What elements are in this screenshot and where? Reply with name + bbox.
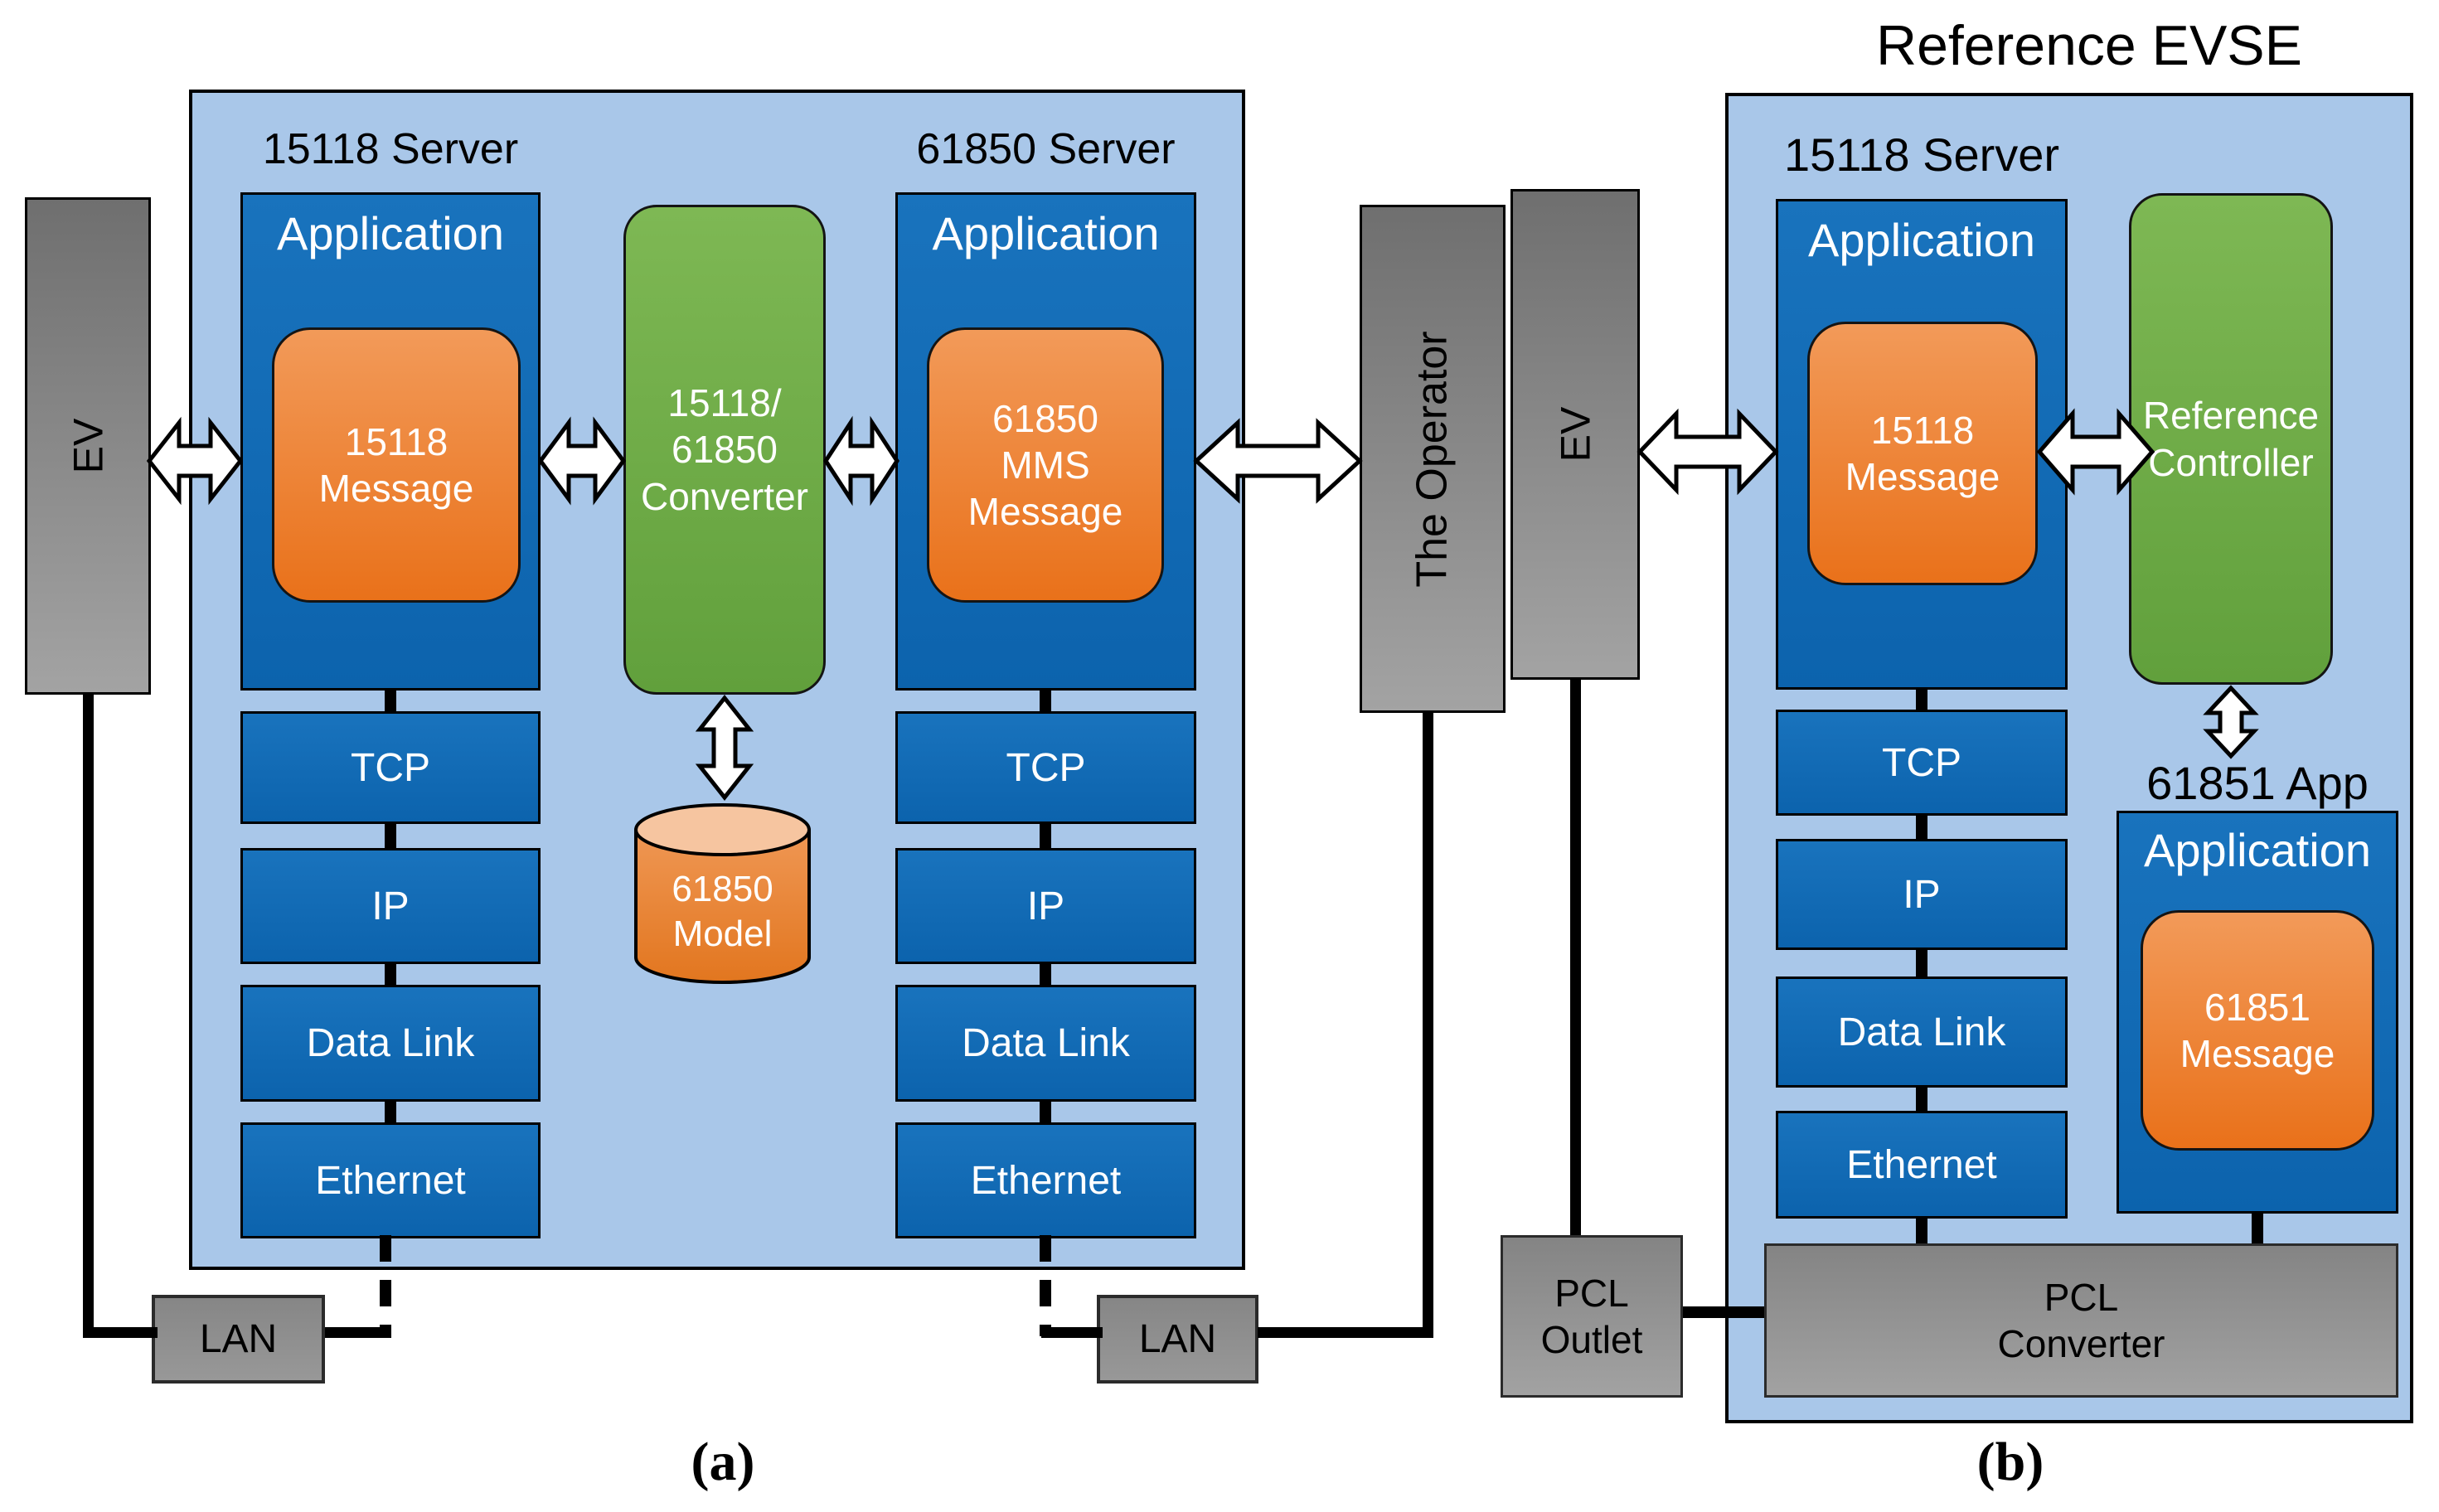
double-arrow-icon xyxy=(1193,418,1363,504)
stub xyxy=(385,1102,396,1122)
ev-line-vertical-b xyxy=(1570,680,1581,1235)
pcl-outlet-box: PCL Outlet xyxy=(1501,1235,1683,1398)
ethernet-box-a-left: Ethernet xyxy=(240,1122,541,1238)
ip-box-a-left: IP xyxy=(240,848,541,964)
double-arrow-icon xyxy=(823,415,899,506)
application-label-right: Application xyxy=(932,207,1160,259)
dashed-line-right xyxy=(1040,1235,1051,1336)
stub xyxy=(1916,950,1927,976)
msg-15118-a: 15118 Message xyxy=(272,327,521,603)
operator-line-vertical xyxy=(1423,713,1433,1338)
ev-line-vertical-a xyxy=(83,695,94,1338)
stub xyxy=(1040,964,1051,985)
ev-line-horizontal-a xyxy=(83,1327,158,1338)
stub-app61851-pcl xyxy=(2252,1214,2263,1247)
application-label-b: Application xyxy=(1808,214,2035,266)
ev-box-a: EV xyxy=(25,197,151,695)
datalink-box-b: Data Link xyxy=(1776,976,2068,1088)
application-label-61851: Application xyxy=(2144,824,2371,876)
msg-61851: 61851 Message xyxy=(2141,910,2374,1151)
tcp-box-b: TCP xyxy=(1776,710,2068,816)
converter-box: 15118/ 61850 Converter xyxy=(623,205,826,695)
stub xyxy=(1916,690,1927,710)
stub xyxy=(385,824,396,848)
msg-15118-b: 15118 Message xyxy=(1807,322,2038,585)
lan-box-right: LAN xyxy=(1097,1295,1258,1384)
tcp-box-a-left: TCP xyxy=(240,711,541,824)
model-cylinder: 61850 Model xyxy=(632,802,813,986)
lan-box-left: LAN xyxy=(152,1295,325,1384)
stub xyxy=(385,964,396,985)
double-arrow-icon xyxy=(2036,408,2155,496)
lan-left-link xyxy=(325,1327,391,1338)
stub xyxy=(1040,824,1051,848)
double-arrow-icon xyxy=(1637,408,1779,496)
ethernet-box-b: Ethernet xyxy=(1776,1111,2068,1219)
pcl-converter-box: PCL Converter xyxy=(1764,1243,2398,1398)
msg-61850-mms: 61850 MMS Message xyxy=(927,327,1164,603)
operator-box: The Operator xyxy=(1360,205,1506,713)
lan-right-link xyxy=(1041,1327,1103,1338)
reference-controller-box: Reference Controller xyxy=(2129,193,2333,685)
dashed-line-left xyxy=(380,1235,391,1336)
stub xyxy=(385,691,396,711)
server-title-b: 15118 Server xyxy=(1783,128,2060,181)
double-arrow-icon xyxy=(537,416,627,506)
caption-b: (b) xyxy=(1976,1432,2044,1492)
stub xyxy=(1916,816,1927,839)
double-arrow-vertical-icon xyxy=(695,694,754,802)
server-right-title: 61850 Server xyxy=(916,125,1176,173)
reference-evse-title: Reference EVSE xyxy=(1875,14,2303,77)
model-label: 61850 Model xyxy=(672,869,773,954)
ev-label-b: EV xyxy=(1551,406,1598,463)
datalink-box-a-right: Data Link xyxy=(895,985,1196,1102)
ip-box-b: IP xyxy=(1776,839,2068,950)
application-label-left: Application xyxy=(277,207,504,259)
stub xyxy=(1916,1088,1927,1111)
ev-box-b: EV xyxy=(1510,189,1640,680)
stub xyxy=(1040,691,1051,711)
tcp-box-a-right: TCP xyxy=(895,711,1196,824)
ev-label-a: EV xyxy=(64,418,111,474)
app-61851-title: 61851 App xyxy=(2146,756,2369,809)
operator-line-horizontal xyxy=(1258,1327,1433,1338)
pcl-link-line xyxy=(1683,1306,1764,1318)
double-arrow-vertical-icon xyxy=(2203,685,2259,759)
ip-box-a-right: IP xyxy=(895,848,1196,964)
datalink-box-a-left: Data Link xyxy=(240,985,541,1102)
stub-ethernet-pcl xyxy=(1916,1219,1927,1247)
stub xyxy=(1040,1102,1051,1122)
caption-a: (a) xyxy=(691,1432,755,1492)
double-arrow-icon xyxy=(146,416,244,506)
ethernet-box-a-right: Ethernet xyxy=(895,1122,1196,1238)
operator-label: The Operator xyxy=(1409,330,1457,588)
server-left-title: 15118 Server xyxy=(262,125,519,173)
